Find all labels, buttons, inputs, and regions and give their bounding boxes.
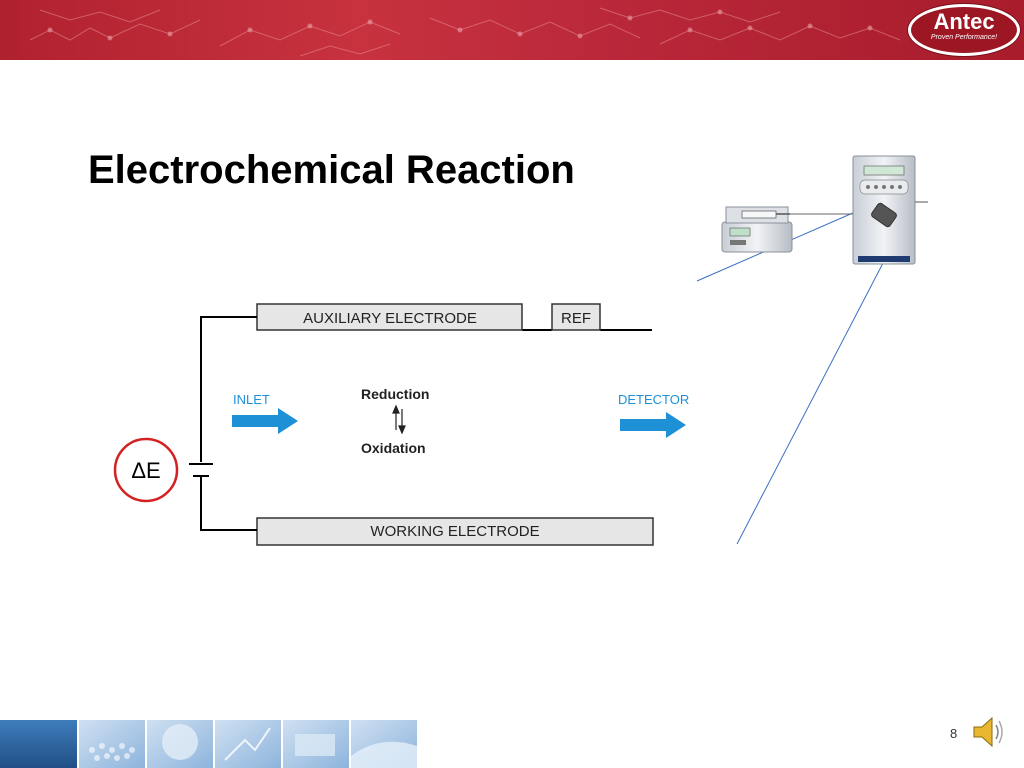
circuit-wire-top xyxy=(200,316,257,462)
slide-title: Electrochemical Reaction xyxy=(88,148,575,192)
top-banner: Antec Proven Performance! xyxy=(0,0,1024,60)
inlet-arrow xyxy=(232,408,298,434)
molecule-texture xyxy=(29,7,901,57)
detector-label: DETECTOR xyxy=(618,392,689,407)
logo-tagline: Proven Performance! xyxy=(930,34,998,41)
equilibrium-arrows-icon xyxy=(392,404,406,435)
oxidation-label: Oxidation xyxy=(361,440,426,456)
page-number: 8 xyxy=(950,726,958,741)
reference-electrode xyxy=(551,303,601,331)
reference-electrode-label: REF xyxy=(561,310,591,327)
auxiliary-electrode-label: AUXILIARY ELECTRODE xyxy=(303,310,477,327)
working-electrode-label: WORKING ELECTRODE xyxy=(370,523,539,540)
syringe-pump-icon xyxy=(721,206,866,253)
footer-image-strip xyxy=(0,720,417,768)
inlet-label: INLET xyxy=(233,392,270,407)
circuit-wire-bottom xyxy=(200,477,257,531)
potential-circle xyxy=(113,437,179,503)
antec-logo: Antec Proven Performance! xyxy=(908,4,1020,56)
speaker-icon[interactable] xyxy=(968,712,1008,752)
potential-label: ΔE xyxy=(131,458,160,483)
reduction-label: Reduction xyxy=(361,386,429,402)
detector-arrow xyxy=(620,412,686,438)
callout-line-lower xyxy=(736,239,896,545)
logo-text: Antec xyxy=(933,9,995,34)
detector-instrument-icon xyxy=(852,155,928,265)
working-electrode xyxy=(256,517,654,546)
